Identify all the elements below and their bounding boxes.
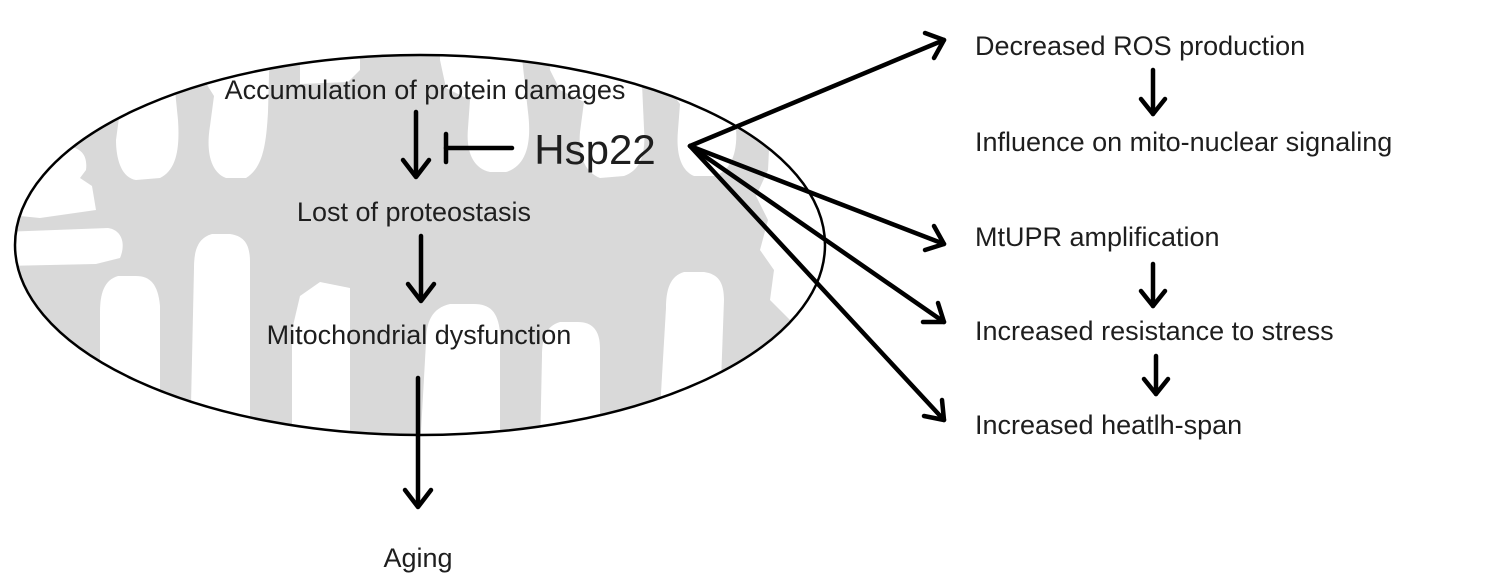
mtupr-label: MtUPR amplification (975, 222, 1220, 252)
arrow-proteostasis-to-dysfunction (405, 233, 437, 304)
arrow-mtupr-to-stress (1138, 261, 1168, 309)
accumulation-label: Accumulation of protein damages (225, 75, 626, 105)
arrow-hsp22-to-healthspan (687, 143, 947, 423)
arrow-dysfunction-to-aging (402, 375, 434, 510)
hsp22-label: Hsp22 (534, 126, 655, 173)
healthspan-label: Increased heatlh-span (975, 410, 1242, 440)
inhibition-hsp22-to-chain (443, 131, 515, 165)
ros-label: Decreased ROS production (975, 31, 1305, 61)
arrow-accumulation-to-proteostasis (400, 109, 432, 180)
arrow-hsp22-to-stress (687, 143, 947, 325)
arrow-stress-to-healthspan (1141, 353, 1171, 397)
arrow-ros-to-mito-nuclear (1138, 67, 1168, 117)
stress-label: Increased resistance to stress (975, 316, 1334, 346)
aging-label: Aging (383, 543, 452, 573)
mito-dysfunction-label: Mitochondrial dysfunction (267, 320, 572, 350)
arrow-hsp22-to-ros (687, 30, 947, 149)
arrow-hsp22-to-mtupr (687, 143, 947, 253)
mito-nuclear-label: Influence on mito-nuclear signaling (975, 127, 1392, 157)
lost-proteostasis-label: Lost of proteostasis (297, 197, 531, 227)
